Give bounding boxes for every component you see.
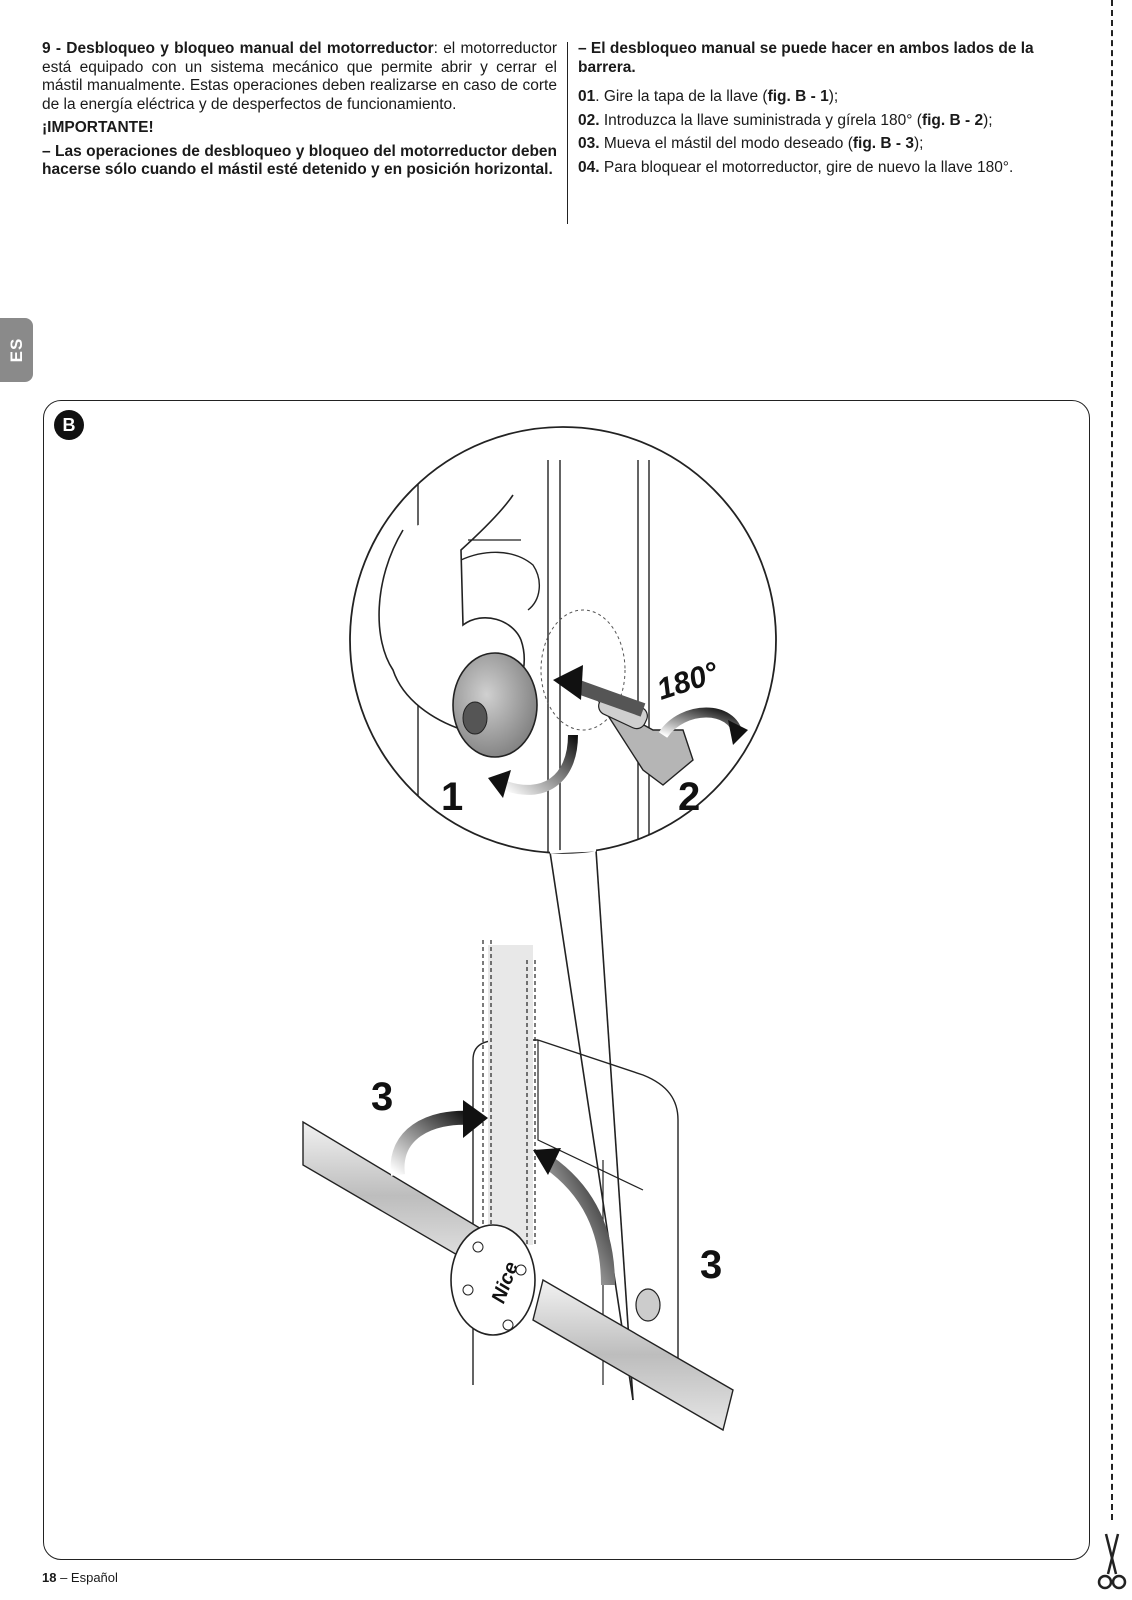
scissors-icon xyxy=(1097,1533,1127,1590)
language-tab: ES xyxy=(0,318,33,382)
page-footer: 18 – Español xyxy=(42,1570,118,1585)
figure-label: B xyxy=(54,410,84,440)
important-label: ¡IMPORTANTE! xyxy=(42,119,154,136)
callout-2: 2 xyxy=(678,775,700,819)
callout-3-left: 3 xyxy=(371,1075,393,1119)
figure-illustration: 1 2 180° 3 3 Nice xyxy=(302,426,777,1432)
section-intro: : el motorreductor está equipado con un … xyxy=(42,40,557,113)
step-3: 03. Mueva el mástil del modo deseado (fi… xyxy=(578,135,924,152)
step-4: 04. Para bloquear el motorreductor, gire… xyxy=(578,158,1014,176)
step-2: 02. Introduzca la llave suministrada y g… xyxy=(578,111,993,129)
callout-3-right: 3 xyxy=(700,1243,722,1287)
right-column: – El desbloqueo manual se puede hacer en… xyxy=(578,40,1090,182)
figure-frame xyxy=(43,400,1090,1560)
section-paragraph: 9 - Desbloqueo y bloqueo manual del moto… xyxy=(42,40,557,114)
note-text: – El desbloqueo manual se puede hacer en… xyxy=(578,40,1034,76)
page-number: 18 xyxy=(42,1570,57,1585)
footer-language: – Español xyxy=(56,1570,118,1585)
cut-line xyxy=(1111,0,1113,1520)
step-1: 01. Gire la tapa de la llave (fig. B - 1… xyxy=(578,88,839,105)
barrier-unit: Nice xyxy=(302,940,734,1432)
callout-1: 1 xyxy=(441,775,463,819)
column-divider xyxy=(567,42,568,224)
important-text: – Las operaciones de desbloqueo y bloque… xyxy=(42,142,557,179)
section-heading: 9 - Desbloqueo y bloqueo manual del moto… xyxy=(42,40,434,57)
detail-zoom xyxy=(349,426,777,1401)
left-column: 9 - Desbloqueo y bloqueo manual del moto… xyxy=(42,40,557,185)
